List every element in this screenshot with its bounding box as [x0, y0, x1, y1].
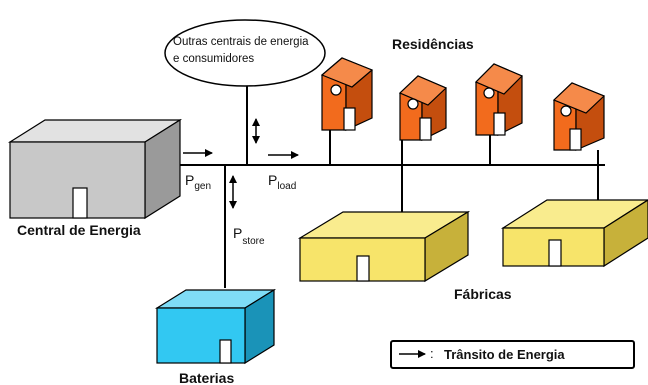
house-1	[320, 57, 374, 131]
factory-1	[297, 210, 471, 283]
other-plants-label-1: Outras centrais de energia	[173, 36, 309, 48]
other-plants-ellipse	[164, 19, 326, 87]
power-plant-label: Central de Energia	[17, 222, 141, 238]
legend: : Trânsito de Energia	[390, 340, 635, 369]
legend-colon: :	[430, 346, 434, 361]
residences-label: Residências	[392, 36, 474, 52]
p-gen-label: Pgen	[185, 172, 211, 192]
p-load-label: Pload	[268, 172, 296, 192]
legend-text: Trânsito de Energia	[444, 347, 565, 362]
house-4	[552, 82, 606, 151]
flow-arrows	[183, 118, 299, 209]
power-plant-building	[7, 118, 183, 220]
house-2	[398, 75, 448, 141]
p-store-label: Pstore	[233, 225, 265, 247]
batteries-block	[154, 288, 277, 365]
batteries-label: Baterias	[179, 370, 234, 385]
bus-lines	[180, 85, 605, 288]
factory-2	[500, 199, 648, 268]
factories-label: Fábricas	[454, 286, 512, 302]
house-3	[474, 63, 524, 136]
other-plants-label-2: e consumidores	[173, 53, 254, 65]
